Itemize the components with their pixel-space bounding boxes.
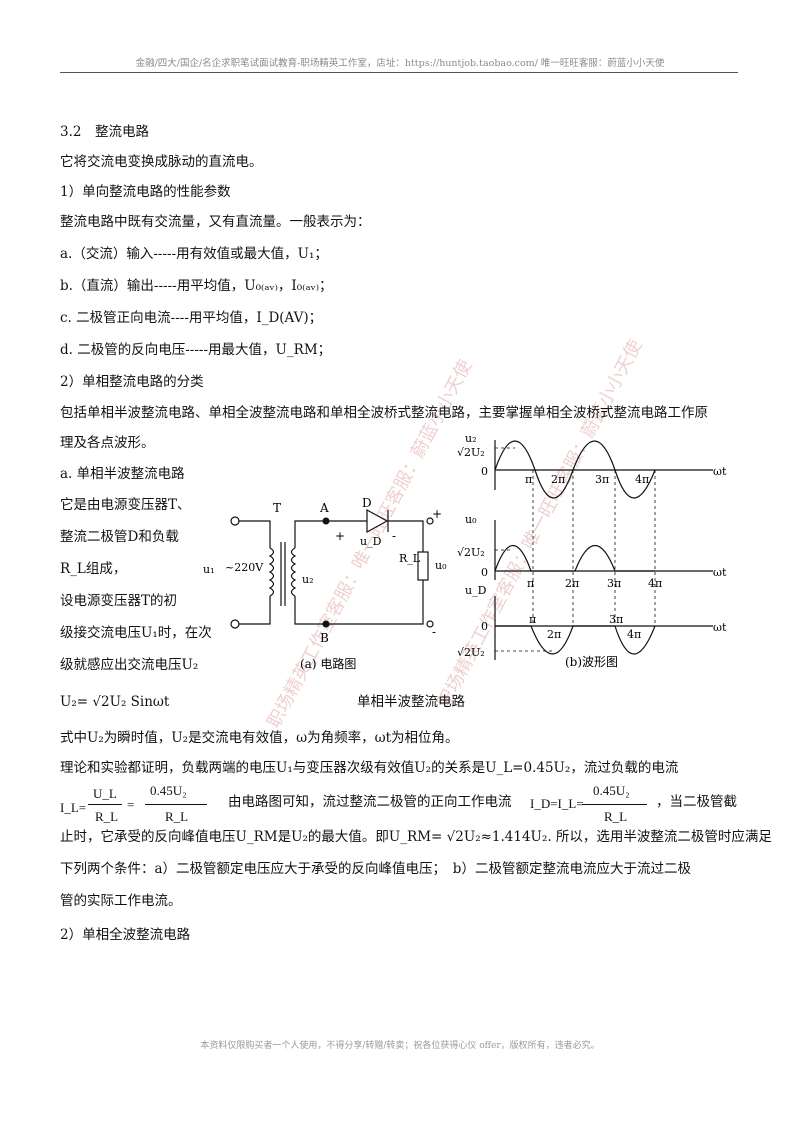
wave-u0-4pi: 4π bbox=[648, 577, 662, 590]
param-c: c. 二极管正向电流----用平均值，I_D(AV)； bbox=[60, 310, 323, 326]
label-u1: u₁ bbox=[203, 563, 215, 576]
wave-u2-label: u₂ bbox=[465, 432, 477, 445]
wave-u2-2pi: 2π bbox=[551, 473, 565, 486]
node-b-dot bbox=[322, 620, 330, 628]
explain-mid: 由电路图可知，流过整流二极管的正向工作电流 bbox=[228, 794, 512, 810]
half-wave-text-2: 整流二极管D和负载 bbox=[60, 529, 179, 545]
wave-caption: (b)波形图 bbox=[565, 655, 618, 669]
label-t: T bbox=[273, 501, 281, 515]
half-wave-text-3: R_L组成， bbox=[60, 561, 127, 577]
id-denominator: R_L bbox=[604, 809, 628, 824]
explain-tail: ，当二极管截 bbox=[656, 794, 737, 810]
wave-ud-pi: π bbox=[529, 613, 536, 626]
label-u0: u₀ bbox=[435, 559, 447, 572]
wave-ud-2pi: 2π bbox=[547, 628, 561, 641]
label-plus-out: + bbox=[432, 507, 442, 521]
label-voltage: ~220V bbox=[225, 561, 264, 574]
page-footer: 本资料仅限购买者一个人使用，不得分享/转赠/转卖；祝各位获得心仪 offer，版… bbox=[200, 1041, 600, 1051]
label-b: B bbox=[320, 631, 329, 645]
label-ud: u_D bbox=[360, 535, 382, 548]
wave-ud-peak: √2U₂ bbox=[457, 646, 485, 659]
figure-caption: 单相半波整流电路 bbox=[357, 694, 465, 710]
wave-u0-zero: 0 bbox=[481, 566, 488, 579]
wave-u0-label: u₀ bbox=[465, 513, 477, 526]
wave-u2-wt: ωt bbox=[713, 465, 727, 478]
il2-denominator: R_L bbox=[165, 809, 189, 824]
circuit-caption: (a) 电路图 bbox=[300, 656, 356, 671]
wave-ud-zero: 0 bbox=[481, 620, 488, 633]
explain-line-3: 止时，它承受的反向峰值电压U_RM是U₂的最大值。即U_RM= √2U₂≈1.4… bbox=[60, 829, 772, 845]
classification-body-2: 理及各点波形。 bbox=[60, 435, 155, 451]
wave-u0-3pi: 3π bbox=[607, 577, 621, 590]
label-rl: R_L bbox=[399, 552, 421, 565]
page-header: 金融/四大/国企/名企求职笔试面试教育-职场精英工作室，店址：https://h… bbox=[135, 58, 665, 69]
il2-numerator: 0.45U₂ bbox=[150, 783, 187, 798]
wave-u2-3pi: 3π bbox=[595, 473, 609, 486]
label-u2: u₂ bbox=[302, 573, 314, 586]
wave-ud-label: u_D bbox=[465, 584, 487, 597]
label-a: A bbox=[319, 501, 329, 515]
wave-ud-wt: ωt bbox=[713, 621, 727, 634]
il2-fraction-bar bbox=[145, 804, 207, 805]
wave-ud-3pi: 3π bbox=[609, 613, 623, 626]
label-minus-out: - bbox=[432, 625, 436, 639]
il-numerator: U_L bbox=[93, 786, 117, 801]
param-d: d. 二极管的反向电压-----用最大值，U_RM； bbox=[60, 342, 332, 358]
wave-u2-zero: 0 bbox=[481, 465, 488, 478]
half-wave-formula: U₂= √2U₂ Sinωt bbox=[60, 694, 170, 710]
wave-u0-pi: π bbox=[527, 577, 534, 590]
section-intro: 它将交流电变换成脉动的直流电。 bbox=[60, 154, 263, 170]
params-heading: 1）单向整流电路的性能参数 bbox=[60, 184, 231, 200]
half-wave-text-1: 它是由电源变压器T、 bbox=[60, 497, 191, 513]
classification-heading: 2）单相整流电路的分类 bbox=[60, 374, 204, 390]
params-desc: 整流电路中既有交流量，又有直流量。一般表示为： bbox=[60, 214, 371, 230]
il-equals: = bbox=[127, 797, 135, 812]
wave-u0-wt: ωt bbox=[713, 566, 727, 579]
node-a-dot bbox=[322, 517, 330, 525]
half-wave-text-5: 级接交流电压U₁时，在次 bbox=[60, 625, 212, 641]
waveform-diagram: u₂ √2U₂ 0 ωt π 2π 3π 4π u₀ √2U₂ 0 ωt π 2… bbox=[457, 432, 727, 669]
section-title: 3.2 整流电路 bbox=[60, 124, 149, 140]
explain-line-5: 管的实际工作电流。 bbox=[60, 893, 182, 909]
classification-body-1: 包括单相半波整流电路、单相全波整流电路和单相全波桥式整流电路，主要掌握单相全波桥… bbox=[60, 405, 708, 421]
half-wave-title: a. 单相半波整流电路 bbox=[60, 466, 185, 482]
wave-u2-peak: √2U₂ bbox=[457, 446, 485, 459]
il-label: I_L= bbox=[60, 800, 87, 815]
wave-u2-pi: π bbox=[525, 473, 532, 486]
wave-u2-4pi: 4π bbox=[635, 473, 649, 486]
header-divider bbox=[60, 72, 738, 73]
half-wave-text-4: 设电源变压器T的初 bbox=[60, 593, 178, 609]
wave-ud-4pi: 4π bbox=[627, 628, 641, 641]
label-d: D bbox=[362, 496, 372, 510]
id-label: I_D=I_L= bbox=[530, 796, 584, 811]
wave-u0-peak: √2U₂ bbox=[457, 546, 485, 559]
id-fraction-bar bbox=[582, 804, 647, 805]
il-denominator: R_L bbox=[95, 809, 119, 824]
il-fraction-bar bbox=[88, 804, 122, 805]
param-a: a.（交流）输入-----用有效值或最大值，U₁； bbox=[60, 246, 328, 262]
param-b: b.（直流）输出-----用平均值，U₀₍ₐᵥ₎，I₀₍ₐᵥ₎； bbox=[60, 278, 333, 294]
explain-line-4: 下列两个条件：a）二极管额定电压应大于承受的反向峰值电压； b）二极管额定整流电… bbox=[60, 861, 691, 877]
id-numerator: 0.45U₂ bbox=[593, 783, 630, 798]
label-minus-diode: - bbox=[392, 529, 396, 543]
explain-line-2: 理论和实验都证明，负载两端的电压U₁与变压器次级有效值U₂的关系是U_L=0.4… bbox=[60, 760, 679, 776]
next-heading: 2）单相全波整流电路 bbox=[60, 927, 191, 943]
wave-u0-2pi: 2π bbox=[565, 577, 579, 590]
explain-line-1: 式中U₂为瞬时值，U₂是交流电有效值，ω为角频率，ωt为相位角。 bbox=[60, 730, 459, 746]
circuit-diagram: T A B D u_D + - + - u₁ ~220V u₂ R_L u₀ (… bbox=[203, 496, 447, 671]
half-wave-text-6: 级就感应出交流电压U₂ bbox=[60, 657, 199, 673]
label-plus-diode: + bbox=[335, 529, 345, 543]
